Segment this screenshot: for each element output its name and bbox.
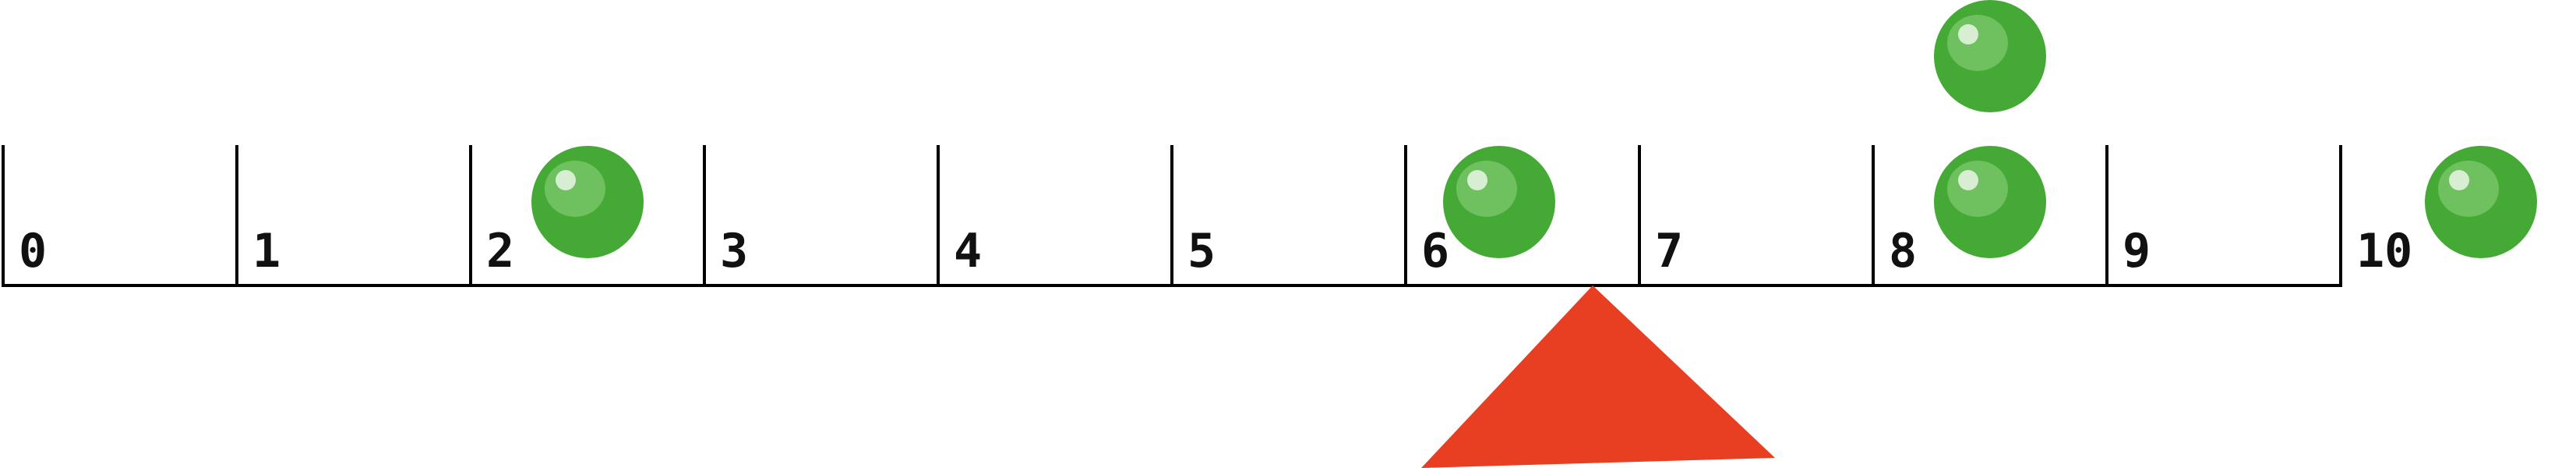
tick-label-7: 7 <box>1655 224 1683 278</box>
ball-highlight <box>545 161 605 217</box>
tick-label-5: 5 <box>1187 224 1216 278</box>
ball-glint <box>1958 24 1978 44</box>
tick-labels: 0 1 2 3 4 5 6 7 8 9 10 <box>19 224 2412 278</box>
ball-3 <box>1934 146 2046 258</box>
ball-highlight <box>1947 161 2008 217</box>
ball-2 <box>1443 146 1555 258</box>
ball-glint <box>1958 170 1978 190</box>
number-line-beam <box>2 145 2342 287</box>
ball-glint <box>1467 170 1487 190</box>
ball-glint <box>556 170 576 190</box>
ball-4 <box>1934 0 2046 112</box>
tick-label-3: 3 <box>720 224 748 278</box>
ball-1 <box>531 146 644 258</box>
tick-label-0: 0 <box>19 224 47 278</box>
ball-highlight <box>2438 161 2499 217</box>
tick-label-6: 6 <box>1421 224 1449 278</box>
tick-label-1: 1 <box>252 224 281 278</box>
tick-label-4: 4 <box>954 224 982 278</box>
tick-label-2: 2 <box>486 224 514 278</box>
tick-label-9: 9 <box>2123 224 2151 278</box>
ball-5 <box>2425 146 2537 258</box>
ball-glint <box>2449 170 2469 190</box>
ball-highlight <box>1456 161 1517 217</box>
tick-label-10: 10 <box>2356 224 2412 278</box>
tick-label-8: 8 <box>1889 224 1917 278</box>
fulcrum-triangle <box>1421 285 1775 468</box>
balls <box>531 0 2537 258</box>
ball-highlight <box>1947 15 2008 71</box>
